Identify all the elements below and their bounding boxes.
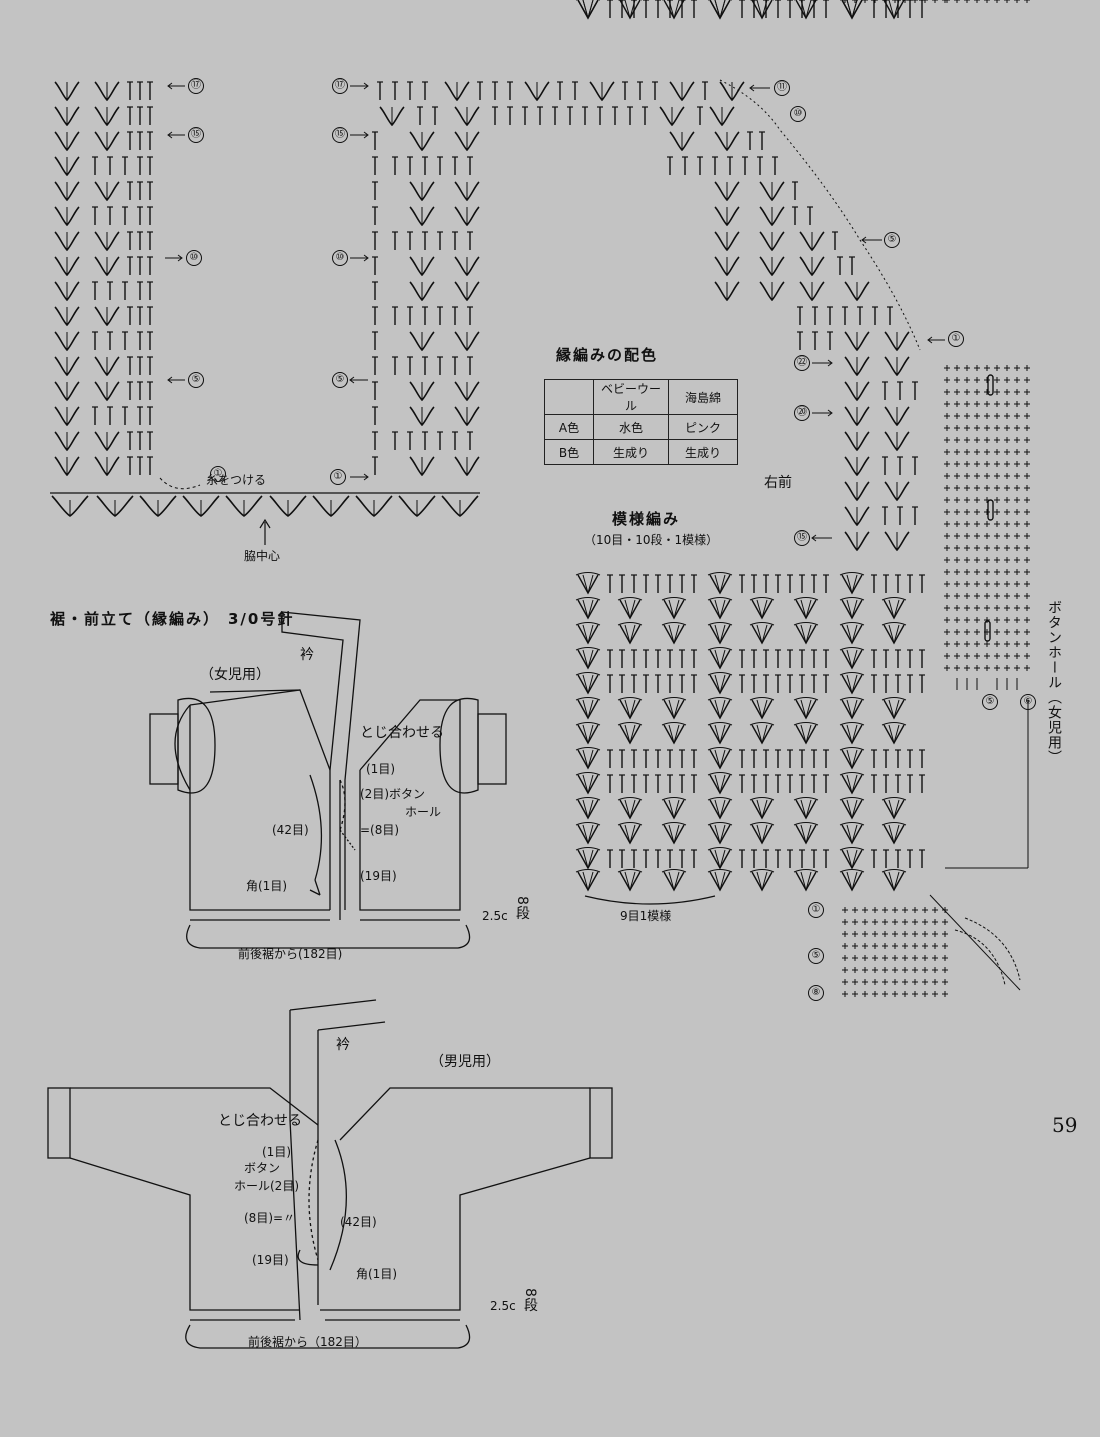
- row-marker: ①: [210, 466, 226, 482]
- middle-chart-column: [371, 106, 480, 476]
- row-marker: ⑤: [332, 372, 348, 388]
- stitch-42-label-top: (42目): [272, 823, 309, 837]
- table-cell: B色: [544, 439, 594, 465]
- diagonal-chart-body: [666, 79, 921, 351]
- rows-label-bottom: 8段: [522, 1288, 538, 1313]
- pattern-repeat-label: （10目・10段・1模様）: [584, 533, 719, 547]
- girls-label: （女児用）: [200, 667, 270, 683]
- row-marker: ⑩: [186, 250, 202, 266]
- girls-schematic: [149, 611, 507, 949]
- stitch-42-label-bottom: (42目): [340, 1215, 377, 1229]
- table-row: B色 生成り 生成り: [544, 439, 738, 465]
- rows-label-top: 8段: [514, 896, 530, 921]
- stitch-19-label-bottom: (19目): [252, 1253, 289, 1267]
- stitch-19-label-top: (19目): [360, 869, 397, 883]
- top-chart-row: [376, 81, 745, 126]
- row-marker: ⑥: [1020, 694, 1036, 710]
- row-marker: ⑮: [794, 530, 810, 546]
- row-marker: ①: [948, 331, 964, 347]
- cm-label-bottom: 2.5c: [490, 1299, 516, 1313]
- table-row: A色 水色 ピンク: [544, 414, 738, 440]
- edging-title: 裾・前立て（縁編み）: [50, 610, 221, 628]
- boys-label: （男児用）: [430, 1054, 500, 1070]
- pattern-stitch-block: [575, 0, 926, 905]
- table-cell: ピンク: [668, 414, 738, 440]
- pickup-label-bottom: 前後裾から（182目）: [248, 1335, 367, 1349]
- row-marker-arrows: [165, 82, 945, 542]
- table-cell: 生成り: [668, 439, 738, 465]
- pattern-title: 模様編み: [612, 510, 681, 528]
- table-cell: 生成り: [593, 439, 669, 465]
- buttonhole-label-top-b: ホール: [405, 805, 442, 819]
- stitch-1-label-top: (1目): [366, 762, 395, 776]
- row-marker: ⑪: [774, 80, 790, 96]
- table-cell: A色: [544, 414, 594, 440]
- single-crochet-grid: [943, 0, 1031, 869]
- row-marker: ⑤: [808, 948, 824, 964]
- sew-together-label-bottom: とじ合わせる: [218, 1113, 302, 1129]
- corner-label-top: 角(1目): [246, 879, 287, 893]
- collar-label-bottom: 衿: [336, 1037, 350, 1053]
- table-cell: [544, 379, 594, 415]
- row-marker: ⑩: [790, 106, 806, 122]
- corner-edging-grid: [841, 0, 1021, 997]
- row-marker: ①: [808, 902, 824, 918]
- buttonhole-label-top-a: (2目)ボタン: [360, 787, 425, 801]
- table-cell: ベビーウール: [593, 379, 669, 415]
- row-marker: ⑰: [188, 78, 204, 94]
- row-marker: ⑧: [808, 985, 824, 1001]
- color-table: ベビーウール 海島綿 A色 水色 ピンク B色 生成り 生成り: [544, 379, 738, 465]
- cm-label-top: 2.5c: [482, 909, 508, 923]
- sew-together-label-top: とじ合わせる: [360, 725, 444, 741]
- row-marker: ⑳: [794, 405, 810, 421]
- color-table-header: ベビーウール 海島綿: [544, 379, 738, 415]
- left-chart-column: [54, 81, 154, 476]
- row-marker: ⑩: [332, 250, 348, 266]
- row-marker: ⑤: [982, 694, 998, 710]
- needle-label: 3/0号針: [228, 610, 295, 628]
- stitch-1-label-bottom: (1目): [262, 1145, 291, 1159]
- table-cell: 海島綿: [668, 379, 738, 415]
- collar-label-top: 衿: [300, 647, 314, 663]
- table-cell: 水色: [593, 414, 669, 440]
- buttonhole-label-bottom-b: ホール(2目): [234, 1179, 299, 1193]
- stitch-8-label-bottom: (8目)=〃: [244, 1211, 296, 1225]
- row-marker: ⑰: [332, 78, 348, 94]
- row-marker: ⑤: [188, 372, 204, 388]
- row-marker: ㉒: [794, 355, 810, 371]
- pickup-label-top: 前後裾から(182目): [238, 947, 343, 961]
- right-front-label: 右前: [764, 475, 792, 491]
- row-marker: ⑮: [332, 127, 348, 143]
- row-marker: ⑮: [188, 127, 204, 143]
- boys-schematic: [47, 999, 613, 1349]
- bottom-v-row: [50, 477, 480, 545]
- corner-label-bottom: 角(1目): [356, 1267, 397, 1281]
- page-number: 59: [1052, 1113, 1078, 1137]
- buttonhole-label-bottom-a: ボタン: [244, 1161, 281, 1175]
- row-marker: ⑤: [884, 232, 900, 248]
- right-front-column: [844, 356, 919, 551]
- nine-stitch-label: 9目1模様: [620, 909, 672, 923]
- color-title: 縁編みの配色: [556, 346, 659, 364]
- buttonhole-girls-label: ボタンホール（女児用）: [1046, 600, 1062, 765]
- side-center-label: 脇中心: [244, 549, 281, 563]
- row-marker: ①: [330, 469, 346, 485]
- stitch-8-label-top: =(8目): [360, 823, 400, 837]
